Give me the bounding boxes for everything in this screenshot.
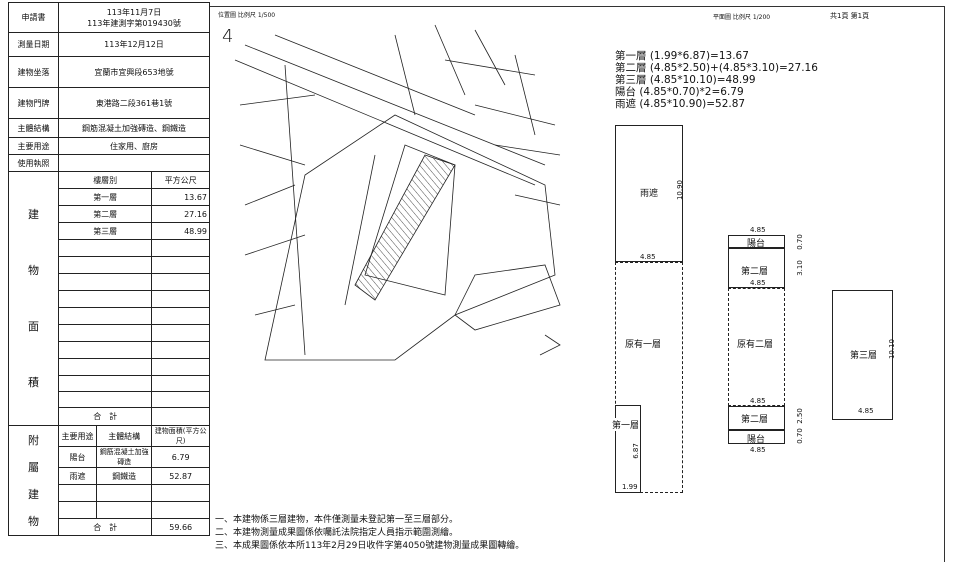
area-char: 建	[28, 207, 39, 221]
area-calculations: 第一層 (1.99*6.87)=13.67 第二層 (4.85*2.50)+(4…	[615, 50, 818, 110]
floor2-label: 第二層	[741, 415, 769, 425]
area-char: 積	[28, 375, 39, 389]
annex-char: 屬	[28, 460, 39, 474]
calc-line: 第一層 (1.99*6.87)=13.67	[615, 50, 749, 62]
calc-line: 第三層 (4.85*10.10)=48.99	[615, 74, 756, 86]
area-char: 物	[28, 263, 39, 277]
dim-label: 2.50	[795, 408, 804, 424]
col-structure: 主體結構	[95, 425, 153, 447]
dim-label: 4.85	[750, 226, 766, 234]
address-label: 建物門牌	[8, 87, 59, 119]
license-value	[58, 154, 210, 172]
annex-structure: 鋼筋混凝土加強磚造	[95, 446, 153, 468]
floor-sqm: 48.99	[151, 222, 210, 240]
floor-sqm: 27.16	[151, 205, 210, 223]
annex-char: 附	[28, 433, 39, 447]
notes: 一、本建物係三層建物，本件僅測量未登記第一至三層部分。 二、本建物測量成果圖係依…	[215, 514, 524, 553]
dim-label: 4.85	[750, 397, 766, 405]
annex-area: 52.87	[151, 467, 210, 485]
canopy-label: 雨遮	[640, 189, 659, 199]
floor3-rect	[832, 290, 893, 420]
annex-total-label: 合 計	[57, 518, 153, 536]
use-label: 主要用途	[8, 137, 59, 155]
location-label: 建物坐落	[8, 56, 59, 88]
drawing-frame	[210, 6, 945, 562]
dim-label: 6.87	[631, 443, 640, 459]
location-value: 宜蘭市宜興段653地號	[58, 56, 210, 88]
balcony-top-rect	[728, 235, 785, 248]
floor-name: 第三層	[57, 222, 153, 240]
north-arrow-icon: 4	[222, 26, 234, 47]
application-label: 申請書	[8, 2, 59, 33]
canopy-rect	[615, 125, 683, 262]
dim-label: 0.70	[795, 234, 804, 250]
dim-label: 4.85	[750, 446, 766, 454]
dim-label: 1.99	[622, 483, 638, 491]
annex-char: 建	[28, 487, 39, 501]
floor-name: 第二層	[57, 205, 153, 223]
annex-use: 雨遮	[58, 467, 97, 485]
floor1-rect	[615, 405, 641, 493]
application-date: 113年11月7日	[106, 7, 162, 17]
area-total-label: 合 計	[57, 407, 153, 426]
note-line: 二、本建物測量成果圖係依囑託法院指定人員指示範圍測繪。	[215, 528, 459, 538]
survey-date-label: 測量日期	[8, 32, 59, 57]
survey-date-value: 113年12月12日	[58, 32, 210, 57]
annex-total-value: 59.66	[151, 518, 210, 536]
floor3-label: 第三層	[850, 351, 878, 361]
plan-title: 平面圖 比例尺 1/200	[713, 14, 771, 21]
annex-section-label: 附屬建物	[8, 425, 59, 536]
col-floor: 樓層別	[57, 171, 153, 189]
calc-line: 陽台 (4.85*0.70)*2=6.79	[615, 86, 744, 98]
orig-floor2-label: 原有二層	[737, 340, 774, 350]
dim-label: 0.70	[795, 428, 804, 444]
col-area: 建物面積(平方公尺)	[151, 425, 210, 447]
calc-line: 第二層 (4.85*2.50)+(4.85*3.10)=27.16	[615, 62, 818, 74]
application-number: 113年建測字第019430號	[87, 18, 181, 28]
address-value: 東港路二段361巷1號	[58, 87, 210, 119]
dim-label: 3.10	[795, 260, 804, 276]
floor2-label: 第二層	[741, 267, 769, 277]
balcony-bottom-rect	[728, 430, 785, 444]
floor1-label: 第一層	[612, 418, 640, 431]
structure-value: 鋼筋混凝土加強磚造、鋼鐵造	[58, 118, 210, 138]
area-section-label: 建物面積	[8, 171, 59, 426]
license-label: 使用執照	[8, 154, 59, 172]
subject-parcel	[354, 154, 456, 301]
note-line: 三、本成果圖係依本所113年2月29日收件字第4050號建物測量成果圖轉繪。	[215, 541, 525, 551]
map-title: 位置圖 比例尺 1/500	[218, 12, 276, 19]
orig-floor1-label: 原有一層	[625, 340, 662, 350]
floor2-bottom-rect	[728, 406, 785, 430]
dim-label: 10.10	[888, 338, 897, 360]
floor-sqm: 13.67	[151, 188, 210, 206]
dim-label: 4.85	[858, 407, 874, 415]
dim-label: 10.90	[676, 179, 685, 201]
area-char: 面	[28, 319, 39, 333]
annex-area: 6.79	[151, 446, 210, 468]
balcony-label: 陽台	[747, 239, 766, 249]
floor2-top-rect	[728, 248, 785, 288]
note-line: 一、本建物係三層建物，本件僅測量未登記第一至三層部分。	[215, 515, 459, 525]
structure-label: 主體結構	[8, 118, 59, 138]
col-use: 主要用途	[58, 425, 97, 447]
dim-label: 4.85	[640, 253, 656, 261]
use-value: 住家用、廚房	[58, 137, 210, 155]
floor-name: 第一層	[57, 188, 153, 206]
balcony-label: 陽台	[747, 435, 766, 445]
col-sqm: 平方公尺	[151, 171, 210, 189]
annex-char: 物	[28, 514, 39, 528]
orig-floor2-rect	[728, 288, 785, 406]
orig-floor1-rect	[615, 262, 683, 493]
page-indicator: 共1頁 第1頁	[830, 12, 870, 20]
annex-use: 陽台	[58, 446, 97, 468]
location-map	[234, 24, 561, 361]
annex-structure: 鋼鐵造	[95, 467, 153, 485]
dim-label: 4.85	[750, 279, 766, 287]
calc-line: 雨遮 (4.85*10.90)=52.87	[615, 98, 746, 110]
